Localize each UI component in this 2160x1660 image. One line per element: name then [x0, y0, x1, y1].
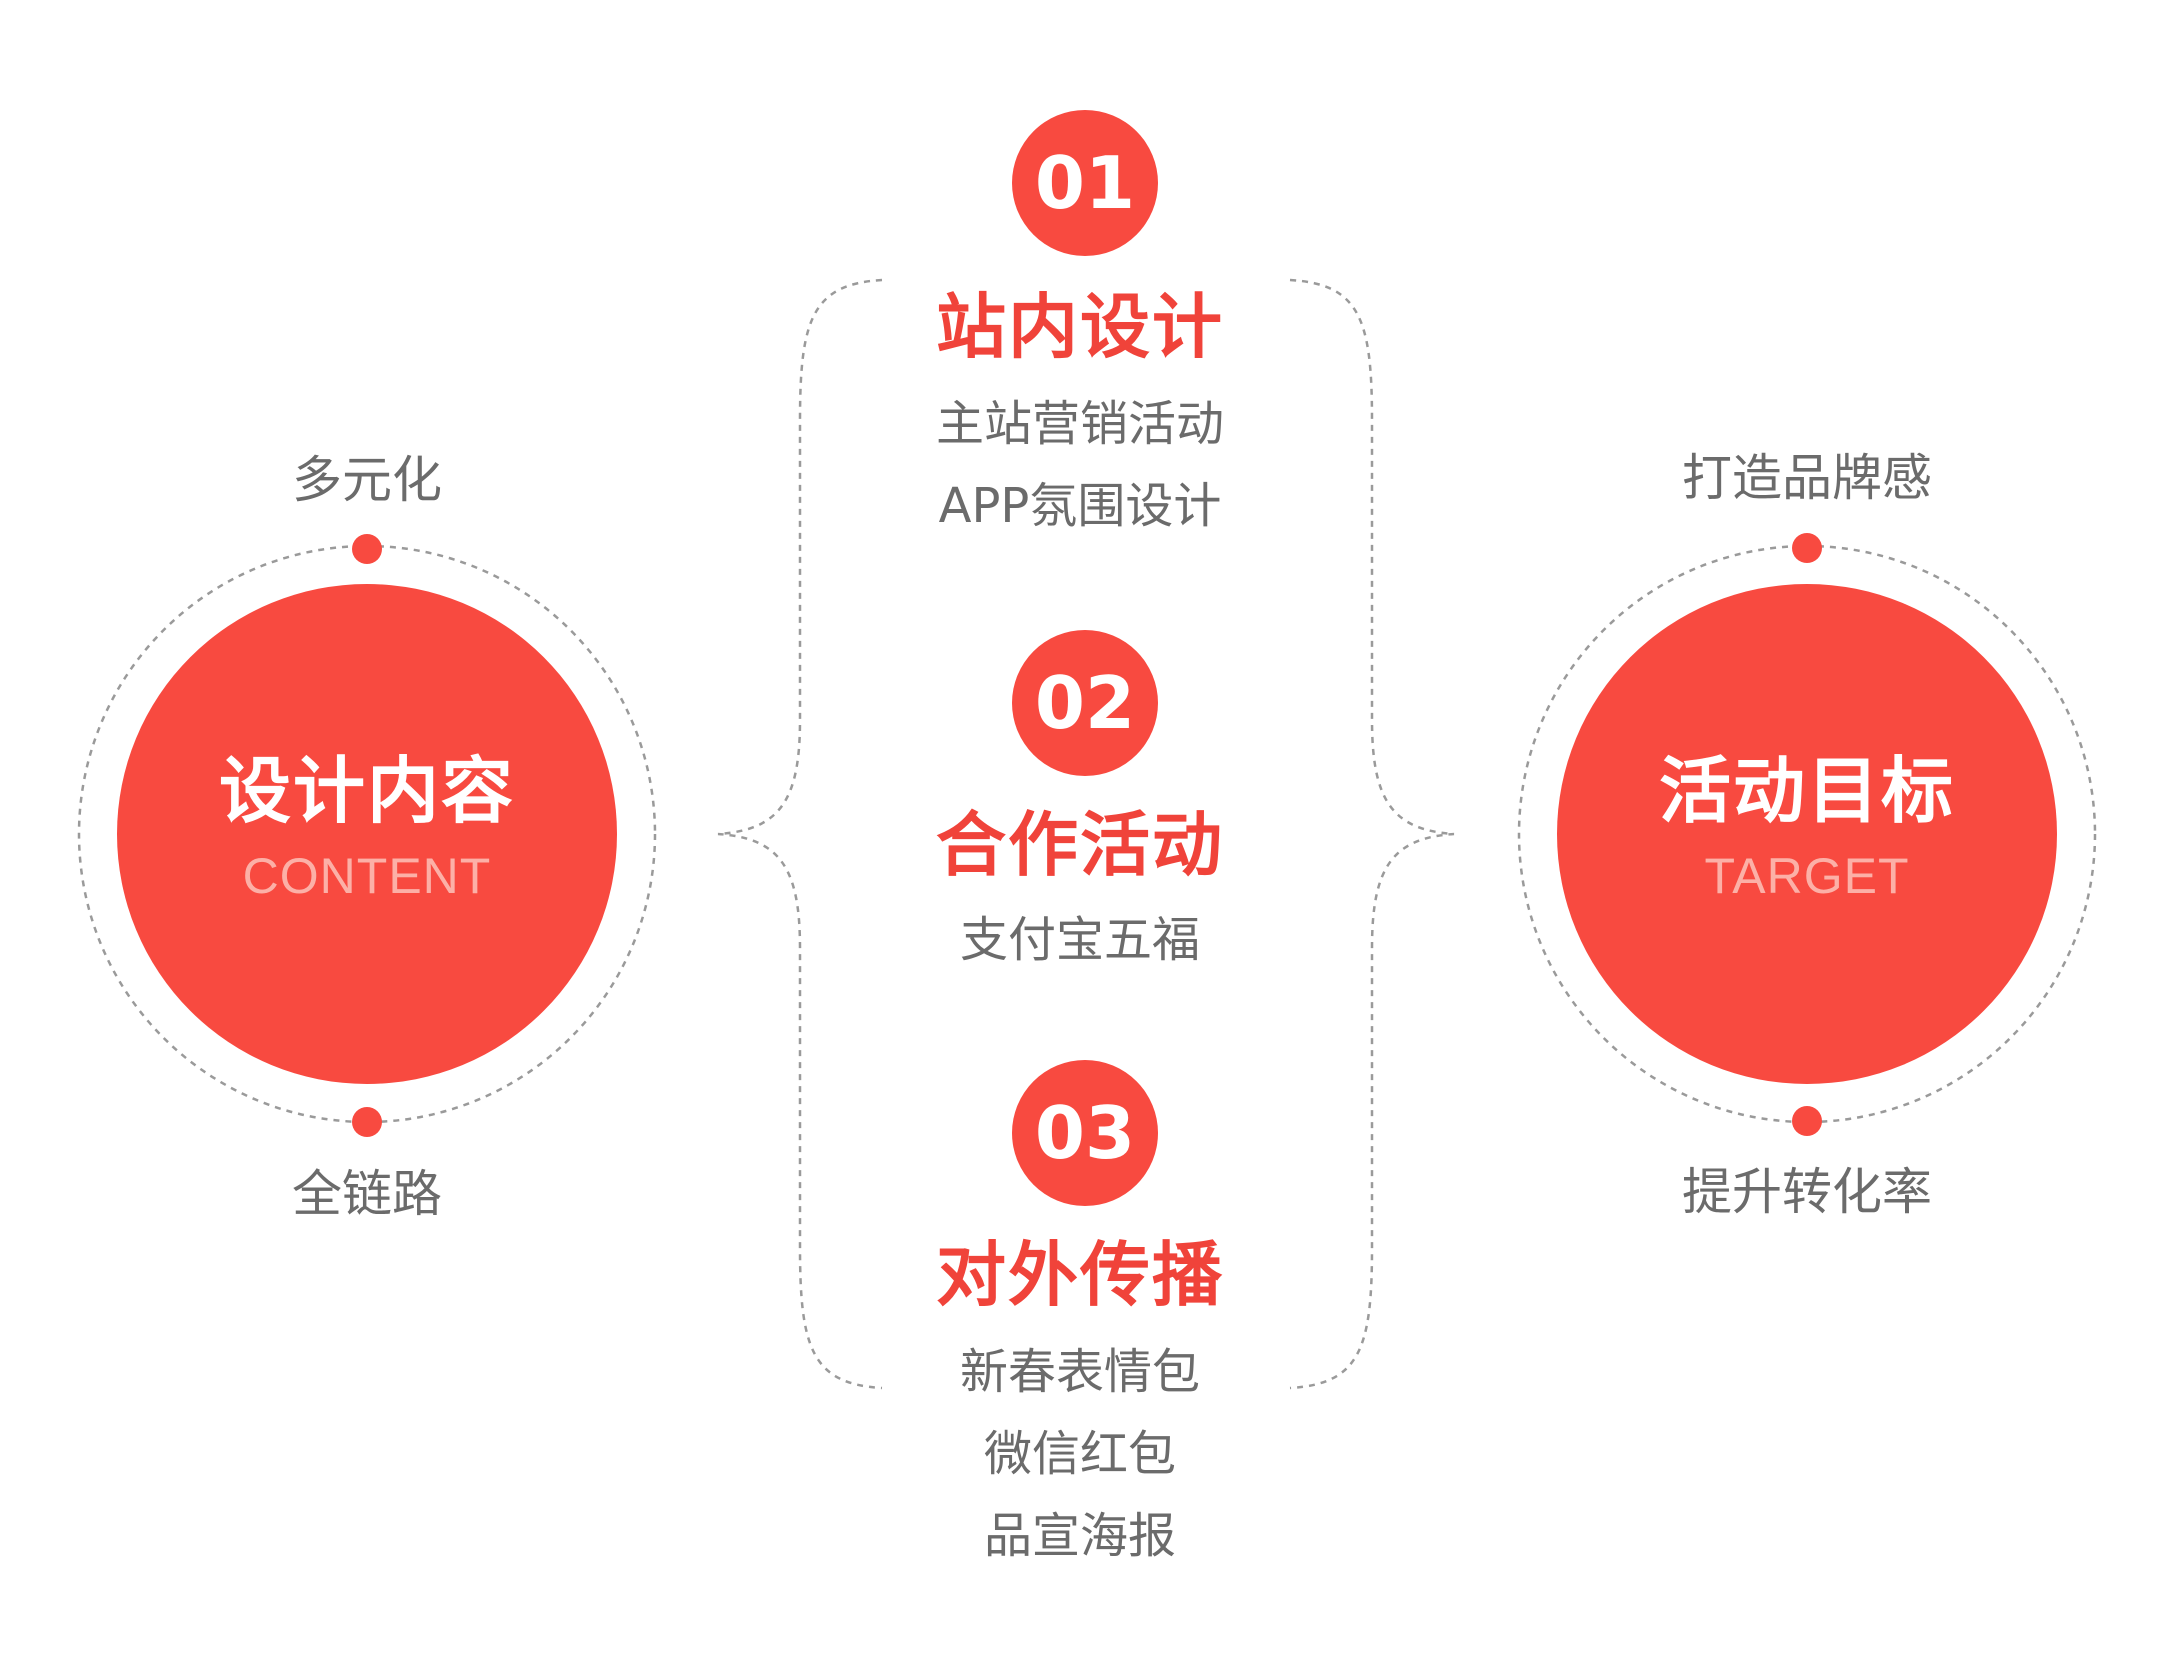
left-bottom-label: 全链路 — [292, 1165, 442, 1223]
section-2-number-badge: 02 — [1012, 630, 1158, 776]
right-top-dot — [1792, 533, 1822, 563]
section-2-item: 支付宝五福 — [959, 912, 1200, 968]
section-3-number-badge: 03 — [1012, 1060, 1158, 1206]
left-brace — [717, 278, 883, 1390]
section-3-item: 新春表情包 — [959, 1344, 1200, 1400]
section-3-item: 品宣海报 — [983, 1508, 1176, 1564]
left-top-label: 多元化 — [292, 451, 442, 509]
section-1-title: 站内设计 — [936, 286, 1224, 368]
target-circle: 活动目标 TARGET — [1557, 584, 2057, 1084]
section-2-title: 合作活动 — [936, 804, 1224, 886]
content-circle: 设计内容 CONTENT — [117, 584, 617, 1084]
right-bottom-dot — [1792, 1106, 1822, 1136]
left-top-dot — [352, 534, 382, 564]
target-circle-title: 活动目标 — [1658, 749, 1955, 833]
right-brace — [1289, 278, 1455, 1390]
content-circle-title: 设计内容 — [218, 749, 515, 833]
right-bottom-label: 提升转化率 — [1682, 1163, 1932, 1221]
target-circle-subtitle: TARGET — [1704, 848, 1910, 904]
section-1-item: APP氛围设计 — [938, 478, 1222, 534]
section-3-item: 微信红包 — [983, 1426, 1176, 1482]
left-bottom-dot — [352, 1107, 382, 1137]
content-circle-subtitle: CONTENT — [242, 848, 492, 904]
right-top-label: 打造品牌感 — [1682, 449, 1932, 507]
section-3-title: 对外传播 — [936, 1234, 1224, 1316]
section-1-number-badge: 01 — [1012, 110, 1158, 256]
section-1-item: 主站营销活动 — [935, 396, 1224, 452]
